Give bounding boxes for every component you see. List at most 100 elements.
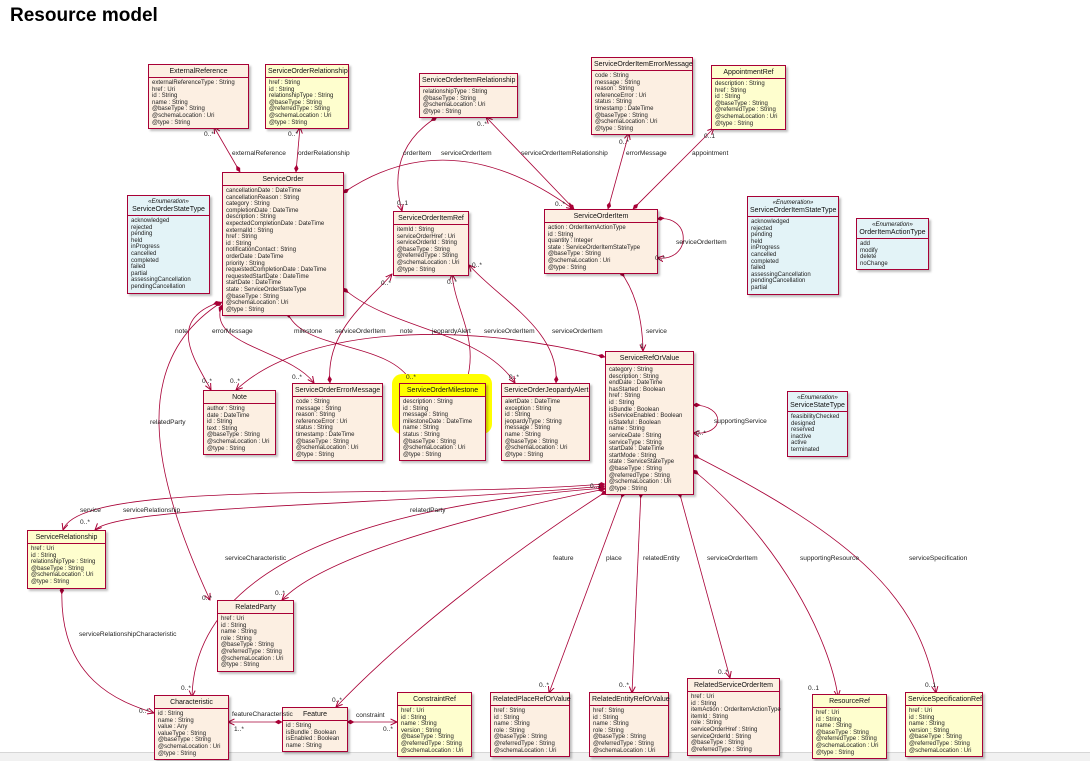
class-attribute: serviceType : String: [609, 439, 662, 446]
class-name: ServiceRelationship: [35, 534, 98, 541]
class-attribute: id : String: [494, 714, 520, 721]
class-name: ServiceOrderItem: [573, 213, 629, 220]
enum-value: pending: [131, 231, 153, 238]
class-attribute: href : String: [269, 80, 301, 86]
multiplicity-label: 0..*: [539, 682, 549, 689]
class-attribute: itemAction : OrderItemActionType: [691, 707, 781, 714]
edge-serviceSpecification: [693, 455, 936, 693]
class-attribute: @referredType : String: [269, 106, 330, 113]
multiplicity-label: 0..1: [925, 682, 936, 689]
class-attribute: @type : String: [548, 264, 587, 271]
class-attribute: id : String: [691, 700, 717, 707]
class-attribute: @type : String: [609, 485, 648, 492]
class-attribute: @baseType : String: [403, 438, 456, 445]
association-label: errorMessage: [212, 328, 253, 335]
class-attribute: @type : String: [403, 451, 442, 458]
class-attribute: id : String: [221, 622, 247, 629]
class-attribute: id : String: [158, 711, 184, 717]
class-header: Feature: [283, 708, 347, 721]
class-attribute: @referredType : String: [397, 253, 458, 260]
multiplicity-label: 0..*: [202, 378, 212, 385]
class-attribute: serviceOrderId : String: [691, 733, 752, 740]
class-attribute: category : String: [226, 201, 270, 208]
class-attribute: @type : String: [207, 445, 246, 452]
class-attribute: orderDate : DateTime: [226, 253, 284, 260]
multiplicity-label: 0..1: [397, 200, 408, 207]
class-attribute: valueType : String: [158, 730, 207, 737]
enum-value: designed: [791, 420, 816, 427]
association-label: relatedParty: [410, 507, 446, 514]
class-attribute: @type : String: [226, 306, 265, 313]
class-attribute: @baseType : String: [609, 465, 662, 472]
association-label: serviceOrderItem: [484, 328, 535, 335]
class-attribute: id : String: [207, 419, 233, 426]
association-label: milestone: [294, 328, 323, 335]
class-attribute: timestamp : DateTime: [296, 431, 355, 438]
class-attribute: id : String: [31, 552, 57, 559]
class-attribute: @schemaLocation : Uri: [595, 119, 658, 126]
enum-value: cancelled: [131, 250, 157, 257]
class-attribute: @schemaLocation : Uri: [221, 655, 284, 662]
class-attribute: @baseType : String: [269, 99, 322, 106]
class-attribute: role : String: [221, 635, 252, 642]
association-label: featureCharacteristic: [232, 711, 293, 718]
class-header: «Enumeration»OrderItemActionType: [857, 219, 928, 239]
class-attribute: quantity : Integer: [548, 238, 593, 245]
class-name: OrderItemActionType: [859, 229, 926, 236]
class-attribute: name : String: [221, 629, 257, 636]
edge-relatedParty-so: [158, 301, 222, 600]
class-attribute: version : String: [909, 727, 950, 734]
class-attribute: @baseType : String: [226, 293, 279, 300]
association-label: service: [80, 507, 101, 514]
association-label: serviceOrderItem: [335, 328, 386, 335]
class-attribute: version : String: [401, 727, 442, 734]
class-attribute: @schemaLocation : Uri: [397, 259, 460, 266]
class-attribute: @baseType : String: [423, 95, 476, 102]
class-name: RelatedPlaceRefOrValue: [493, 696, 571, 703]
association-label: serviceOrderItem: [707, 555, 758, 562]
class-attribute: hasStarted : Boolean: [609, 386, 666, 393]
class-attribute: isStateful : Boolean: [609, 419, 661, 426]
class-attribute: description : String: [226, 214, 276, 221]
class-attribute: @type : String: [296, 451, 335, 458]
class-attribute: name : String: [403, 425, 439, 432]
class-attribute: category : String: [609, 367, 653, 373]
stereotype: «Enumeration»: [797, 395, 838, 401]
class-attribute: message : String: [595, 79, 641, 86]
association-label: orderItem: [403, 150, 432, 157]
class-attribute: @schemaLocation : Uri: [158, 743, 221, 750]
stereotype: «Enumeration»: [148, 199, 189, 205]
class-name: Characteristic: [170, 699, 213, 706]
class-attribute: requestedCompletionDate : DateTime: [226, 267, 327, 274]
multiplicity-label: 0..*: [477, 121, 487, 128]
association-label: note: [175, 328, 188, 335]
class-attribute: href : String: [593, 708, 625, 714]
class-name: ServiceOrderMilestone: [406, 387, 479, 394]
class-attribute: description : String: [403, 399, 453, 405]
enum-value: completed: [751, 258, 779, 265]
enum-value: rejected: [131, 224, 153, 231]
class-attribute: id : String: [715, 94, 741, 101]
class-attribute: @schemaLocation : Uri: [548, 257, 611, 264]
class-header: ServiceOrderItemRelationship: [420, 74, 517, 87]
class-attribute: @referredType : String: [715, 107, 776, 114]
multiplicity-label: 0..*: [204, 131, 214, 138]
class-name: Feature: [302, 711, 328, 718]
